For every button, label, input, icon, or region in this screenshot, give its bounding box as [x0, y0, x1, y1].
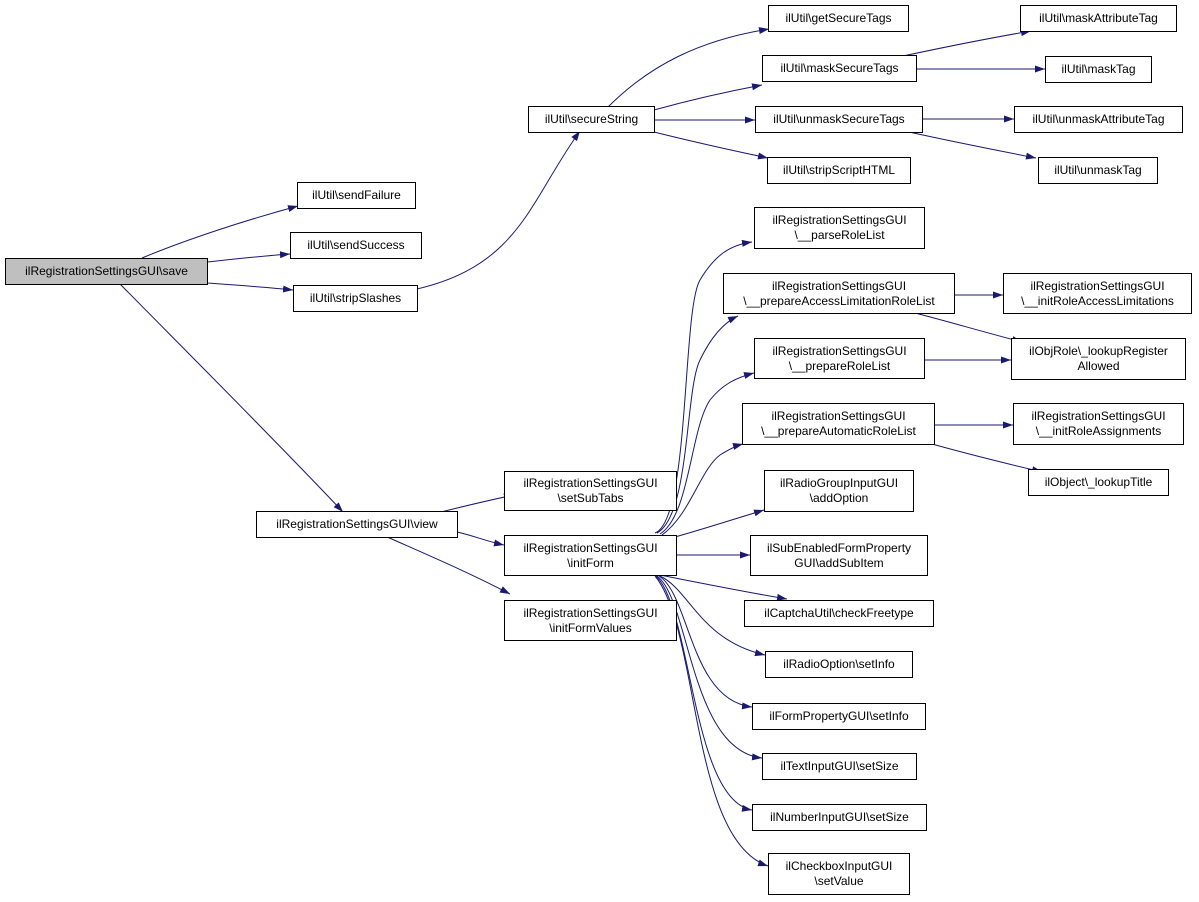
node-prepare-role-list[interactable]: ilRegistrationSettingsGUI \__prepareRole…: [754, 338, 925, 379]
edge-save-sendSuccess: [206, 251, 291, 263]
node-set-sub-tabs[interactable]: ilRegistrationSettingsGUI \setSubTabs: [504, 471, 677, 511]
edge-secureString-maskSecureTags: [653, 83, 763, 111]
edge-prepareAutomatic-lookupTitle: [924, 441, 1043, 474]
node-unmask-tag[interactable]: ilUtil\unmaskTag: [1038, 157, 1158, 184]
edge-initForm-prepareRoleList: [659, 372, 755, 535]
node-checkbox-set-value[interactable]: ilCheckboxInputGUI \setValue: [768, 853, 910, 895]
node-number-input-set-size[interactable]: ilNumberInputGUI\setSize: [752, 804, 927, 831]
edge-save-view: [119, 283, 344, 513]
node-send-failure[interactable]: ilUtil\sendFailure: [297, 182, 416, 209]
node-mask-secure-tags[interactable]: ilUtil\maskSecureTags: [762, 55, 917, 82]
node-strip-script-html[interactable]: ilUtil\stripScriptHTML: [767, 157, 911, 184]
node-add-option[interactable]: ilRadioGroupInputGUI \addOption: [764, 470, 914, 512]
node-lookup-title[interactable]: ilObject\_lookupTitle: [1028, 469, 1169, 496]
node-init-role-access-limitations[interactable]: ilRegistrationSettingsGUI \__initRoleAcc…: [1003, 273, 1192, 314]
node-lookup-register-allowed[interactable]: ilObjRole\_lookupRegister Allowed: [1011, 338, 1186, 380]
node-init-form-values[interactable]: ilRegistrationSettingsGUI \initFormValue…: [504, 600, 677, 641]
node-view[interactable]: ilRegistrationSettingsGUI\view: [256, 511, 458, 538]
node-mask-attribute-tag[interactable]: ilUtil\maskAttributeTag: [1020, 5, 1177, 32]
node-text-input-set-size[interactable]: ilTextInputGUI\setSize: [762, 753, 917, 780]
node-parse-role-list[interactable]: ilRegistrationSettingsGUI \__parseRoleLi…: [754, 207, 925, 249]
node-radio-set-info[interactable]: ilRadioOption\setInfo: [765, 651, 913, 678]
node-prepare-automatic-role-list[interactable]: ilRegistrationSettingsGUI \__prepareAuto…: [742, 403, 935, 445]
node-check-freetype[interactable]: ilCaptchaUtil\checkFreetype: [744, 600, 934, 627]
edge-initForm-checkFreetype: [659, 574, 788, 601]
edge-save-sendFailure: [141, 205, 299, 259]
node-secure-string[interactable]: ilUtil\secureString: [528, 106, 655, 133]
node-prepare-access-limitation-role-list[interactable]: ilRegistrationSettingsGUI \__prepareAcce…: [723, 273, 955, 314]
node-unmask-secure-tags[interactable]: ilUtil\unmaskSecureTags: [755, 106, 923, 133]
node-save: ilRegistrationSettingsGUI\save: [5, 258, 208, 285]
node-unmask-attribute-tag[interactable]: ilUtil\unmaskAttributeTag: [1014, 106, 1183, 133]
node-send-success[interactable]: ilUtil\sendSuccess: [290, 232, 422, 259]
node-form-property-set-info[interactable]: ilFormPropertyGUI\setInfo: [752, 703, 926, 730]
edge-initForm-prepareAutomatic: [661, 443, 744, 536]
edge-view-initFormValues: [384, 535, 511, 595]
node-get-secure-tags[interactable]: ilUtil\getSecureTags: [768, 5, 909, 32]
node-mask-tag[interactable]: ilUtil\maskTag: [1045, 56, 1152, 83]
node-init-role-assignments[interactable]: ilRegistrationSettingsGUI \__initRoleAss…: [1013, 403, 1184, 445]
edge-initForm-formPropSetInfo: [658, 575, 753, 710]
node-init-form[interactable]: ilRegistrationSettingsGUI \initForm: [504, 535, 677, 576]
edge-save-stripSlashes: [206, 282, 294, 293]
edge-initForm-textSetSize: [656, 575, 763, 761]
node-strip-slashes[interactable]: ilUtil\stripSlashes: [293, 285, 418, 312]
edge-initForm-numberSetSize: [655, 575, 753, 812]
edge-initForm-addOption: [674, 509, 765, 538]
edge-stripSlashes-secureString: [416, 130, 581, 290]
edge-view-initForm: [456, 531, 505, 547]
edge-secureString-stripScriptHTML: [653, 131, 769, 160]
edge-secureString-getSecureTags: [607, 27, 770, 108]
edge-unmask-unmaskTag: [908, 131, 1037, 160]
node-add-sub-item[interactable]: ilSubEnabledFormProperty GUI\addSubItem: [750, 535, 928, 576]
edge-mask-maskAttributeTag: [902, 29, 1032, 57]
edge-prepareAccess-lookupRegisterAllowed: [914, 312, 1023, 343]
edge-initForm-radioSetInfo: [659, 575, 766, 657]
